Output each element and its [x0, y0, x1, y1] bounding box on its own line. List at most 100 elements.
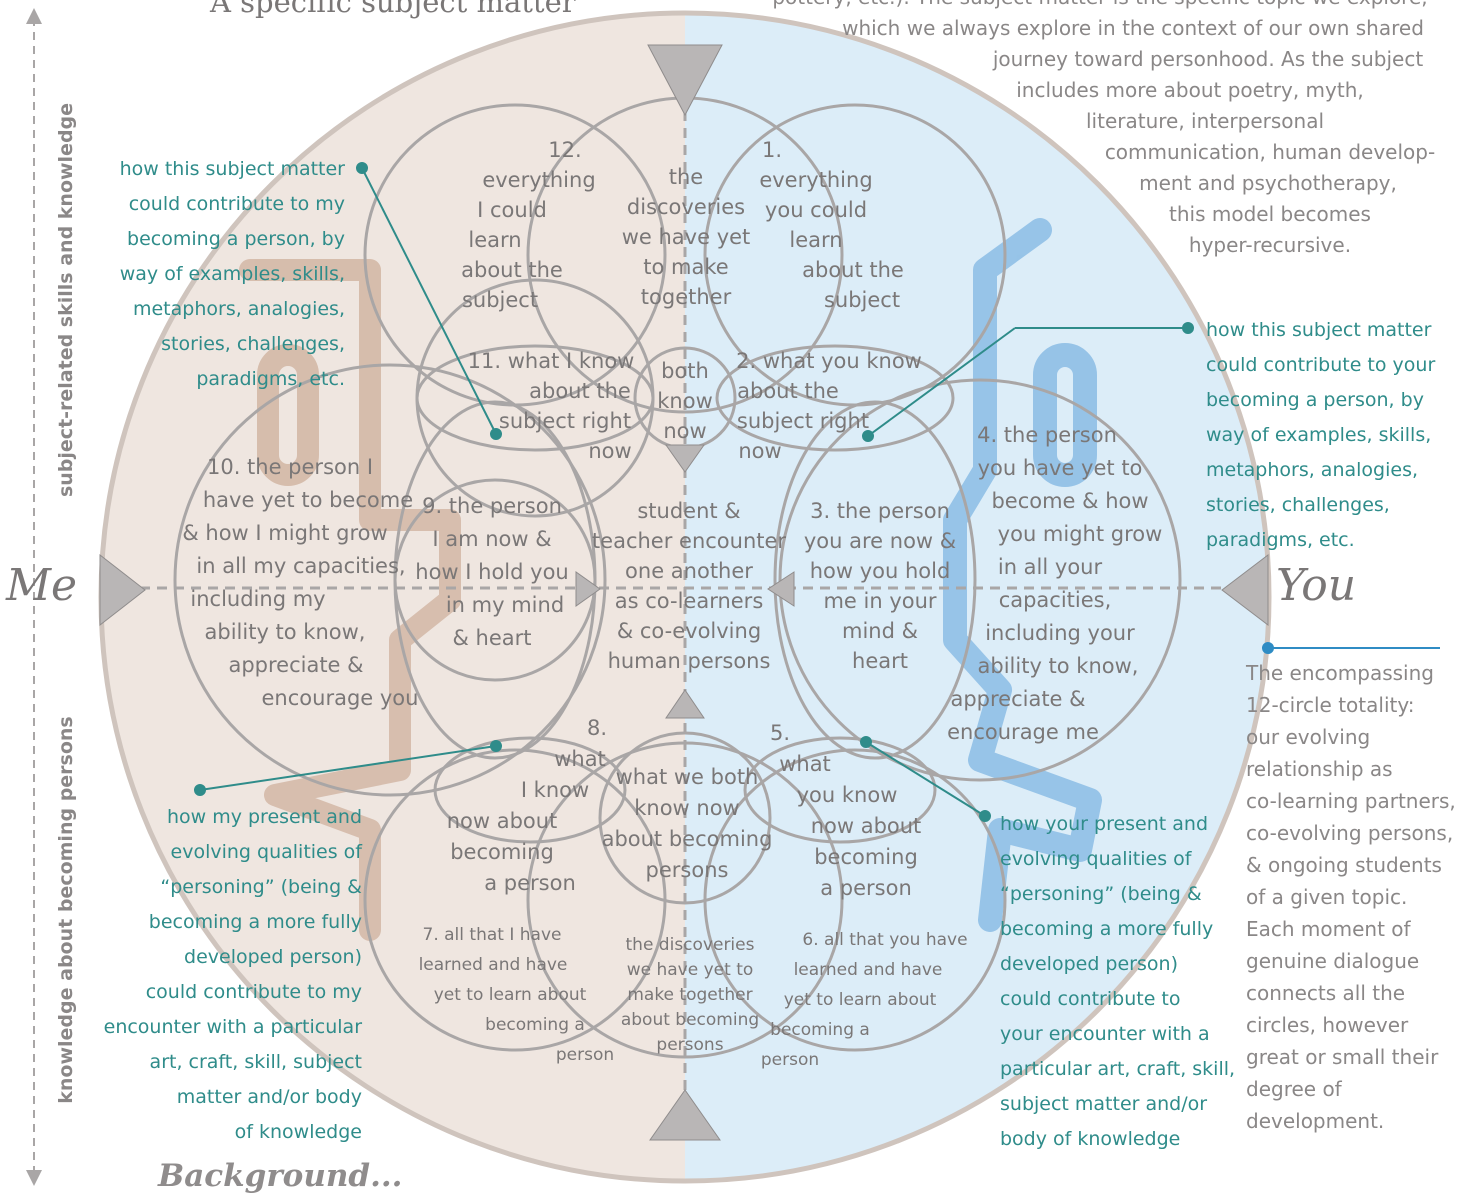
text-line: this model becomes — [1169, 202, 1371, 226]
text-line: becoming a person, by — [127, 228, 345, 250]
text-line: now — [588, 439, 631, 463]
text-line: becoming — [814, 845, 918, 869]
text-line: everything — [482, 168, 595, 192]
text-line: metaphors, analogies, — [1206, 459, 1418, 481]
text-line: encourage me — [947, 720, 1099, 744]
text-line: as co-learners — [615, 589, 764, 613]
text-line: 9. the person — [422, 494, 562, 518]
text-line: how you hold — [810, 559, 951, 583]
text-line: know — [657, 389, 713, 413]
inner-top-triangle — [665, 444, 705, 473]
text-line: could contribute to my — [146, 981, 362, 1003]
text-line: learn — [789, 228, 842, 252]
text-line: now — [738, 439, 781, 463]
text-line: & ongoing students — [1246, 853, 1442, 877]
text-line: encourage you — [262, 686, 419, 710]
text-line: student & — [637, 499, 740, 523]
axis-label-top: subject-related skills and knowledge — [55, 103, 77, 497]
text-line: pottery, etc.). The subject matter is th… — [772, 0, 1427, 9]
text-line: subject — [824, 288, 900, 312]
text-line: could contribute to my — [129, 193, 345, 215]
text-line: what — [554, 747, 606, 771]
text-line: & heart — [452, 626, 531, 650]
text-line: I could — [477, 198, 547, 222]
text-line: becoming — [450, 840, 554, 864]
text-line: developed person) — [184, 946, 362, 968]
text-line: co-evolving persons, — [1246, 821, 1453, 845]
text-line: now about — [447, 809, 558, 833]
text-line: you are now & — [804, 529, 956, 553]
text-line: body of knowledge — [1000, 1128, 1180, 1150]
inner-bottom-triangle — [665, 689, 705, 719]
text-line: our evolving — [1246, 725, 1370, 749]
text-line: 6. all that you have — [802, 930, 967, 950]
text-line: great or small their — [1246, 1045, 1439, 1069]
text-line: I know — [521, 778, 589, 802]
inner-right-triangle — [767, 571, 795, 607]
text-line: subject right — [499, 409, 631, 433]
text-line: 8. — [587, 716, 607, 740]
text-line: & co-evolving — [617, 619, 761, 643]
text-line: now about — [811, 814, 922, 838]
right-triangle — [1221, 553, 1269, 627]
text-line: could contribute to — [1000, 988, 1181, 1010]
text-line: subject — [462, 288, 538, 312]
regions-r8-text: 8. what I know now about becoming a person — [447, 716, 607, 895]
text-line: development. — [1246, 1109, 1384, 1133]
text-line: your encounter with a — [1000, 1023, 1210, 1045]
text-line: could contribute to your — [1206, 354, 1435, 376]
text-line: a person — [484, 871, 576, 895]
text-line: how I hold you — [415, 560, 568, 584]
text-line: teacher encounter — [592, 529, 787, 553]
text-line: person — [556, 1045, 614, 1065]
text-line: what — [779, 752, 831, 776]
text-line: in my mind — [446, 593, 564, 617]
text-line: subject right — [737, 409, 869, 433]
text-line: you could — [765, 198, 867, 222]
text-line: we have yet — [622, 225, 751, 249]
intro-text-text: pottery, etc.). The subject matter is th… — [772, 0, 1435, 257]
text-line: evolving qualities of — [171, 841, 364, 863]
text-line: of a given topic. — [1246, 885, 1407, 909]
left-axis: subject-related skills and knowledge kno… — [26, 8, 77, 1186]
text-line: know now — [634, 796, 740, 820]
text-line: co-learning partners, — [1246, 789, 1456, 813]
me-label: Me — [5, 560, 77, 611]
text-line: about the — [529, 379, 631, 403]
text-line: including my — [190, 587, 325, 611]
text-line: 3. the person — [810, 499, 950, 523]
text-line: Each moment of — [1246, 917, 1412, 941]
text-line: stories, challenges, — [161, 333, 345, 355]
text-line: 7. all that I have — [423, 925, 562, 945]
text-line: to make — [643, 255, 728, 279]
arrow-up-icon — [26, 8, 42, 24]
text-line: metaphors, analogies, — [133, 298, 345, 320]
text-line: including your — [985, 621, 1135, 645]
text-line: becoming a more fully — [149, 911, 362, 933]
text-line: discoveries — [627, 195, 745, 219]
text-line: everything — [759, 168, 872, 192]
text-line: stories, challenges, — [1206, 494, 1390, 516]
text-line: what we both — [616, 765, 759, 789]
text-line: how this subject matter — [120, 158, 346, 180]
text-line: one another — [625, 559, 753, 583]
text-line: 2. what you know — [736, 349, 922, 373]
text-line: become & how — [991, 489, 1148, 513]
text-line: yet to learn about — [434, 985, 587, 1005]
background-label: Background... — [157, 1158, 402, 1194]
you-figure — [943, 218, 1102, 932]
text-line: heart — [852, 649, 908, 673]
text-line: circles, however — [1246, 1013, 1409, 1037]
text-line: how this subject matter — [1206, 319, 1432, 341]
text-line: 12. — [548, 138, 581, 162]
text-line: developed person) — [1000, 953, 1178, 975]
text-line: way of examples, skills, — [1206, 424, 1431, 446]
